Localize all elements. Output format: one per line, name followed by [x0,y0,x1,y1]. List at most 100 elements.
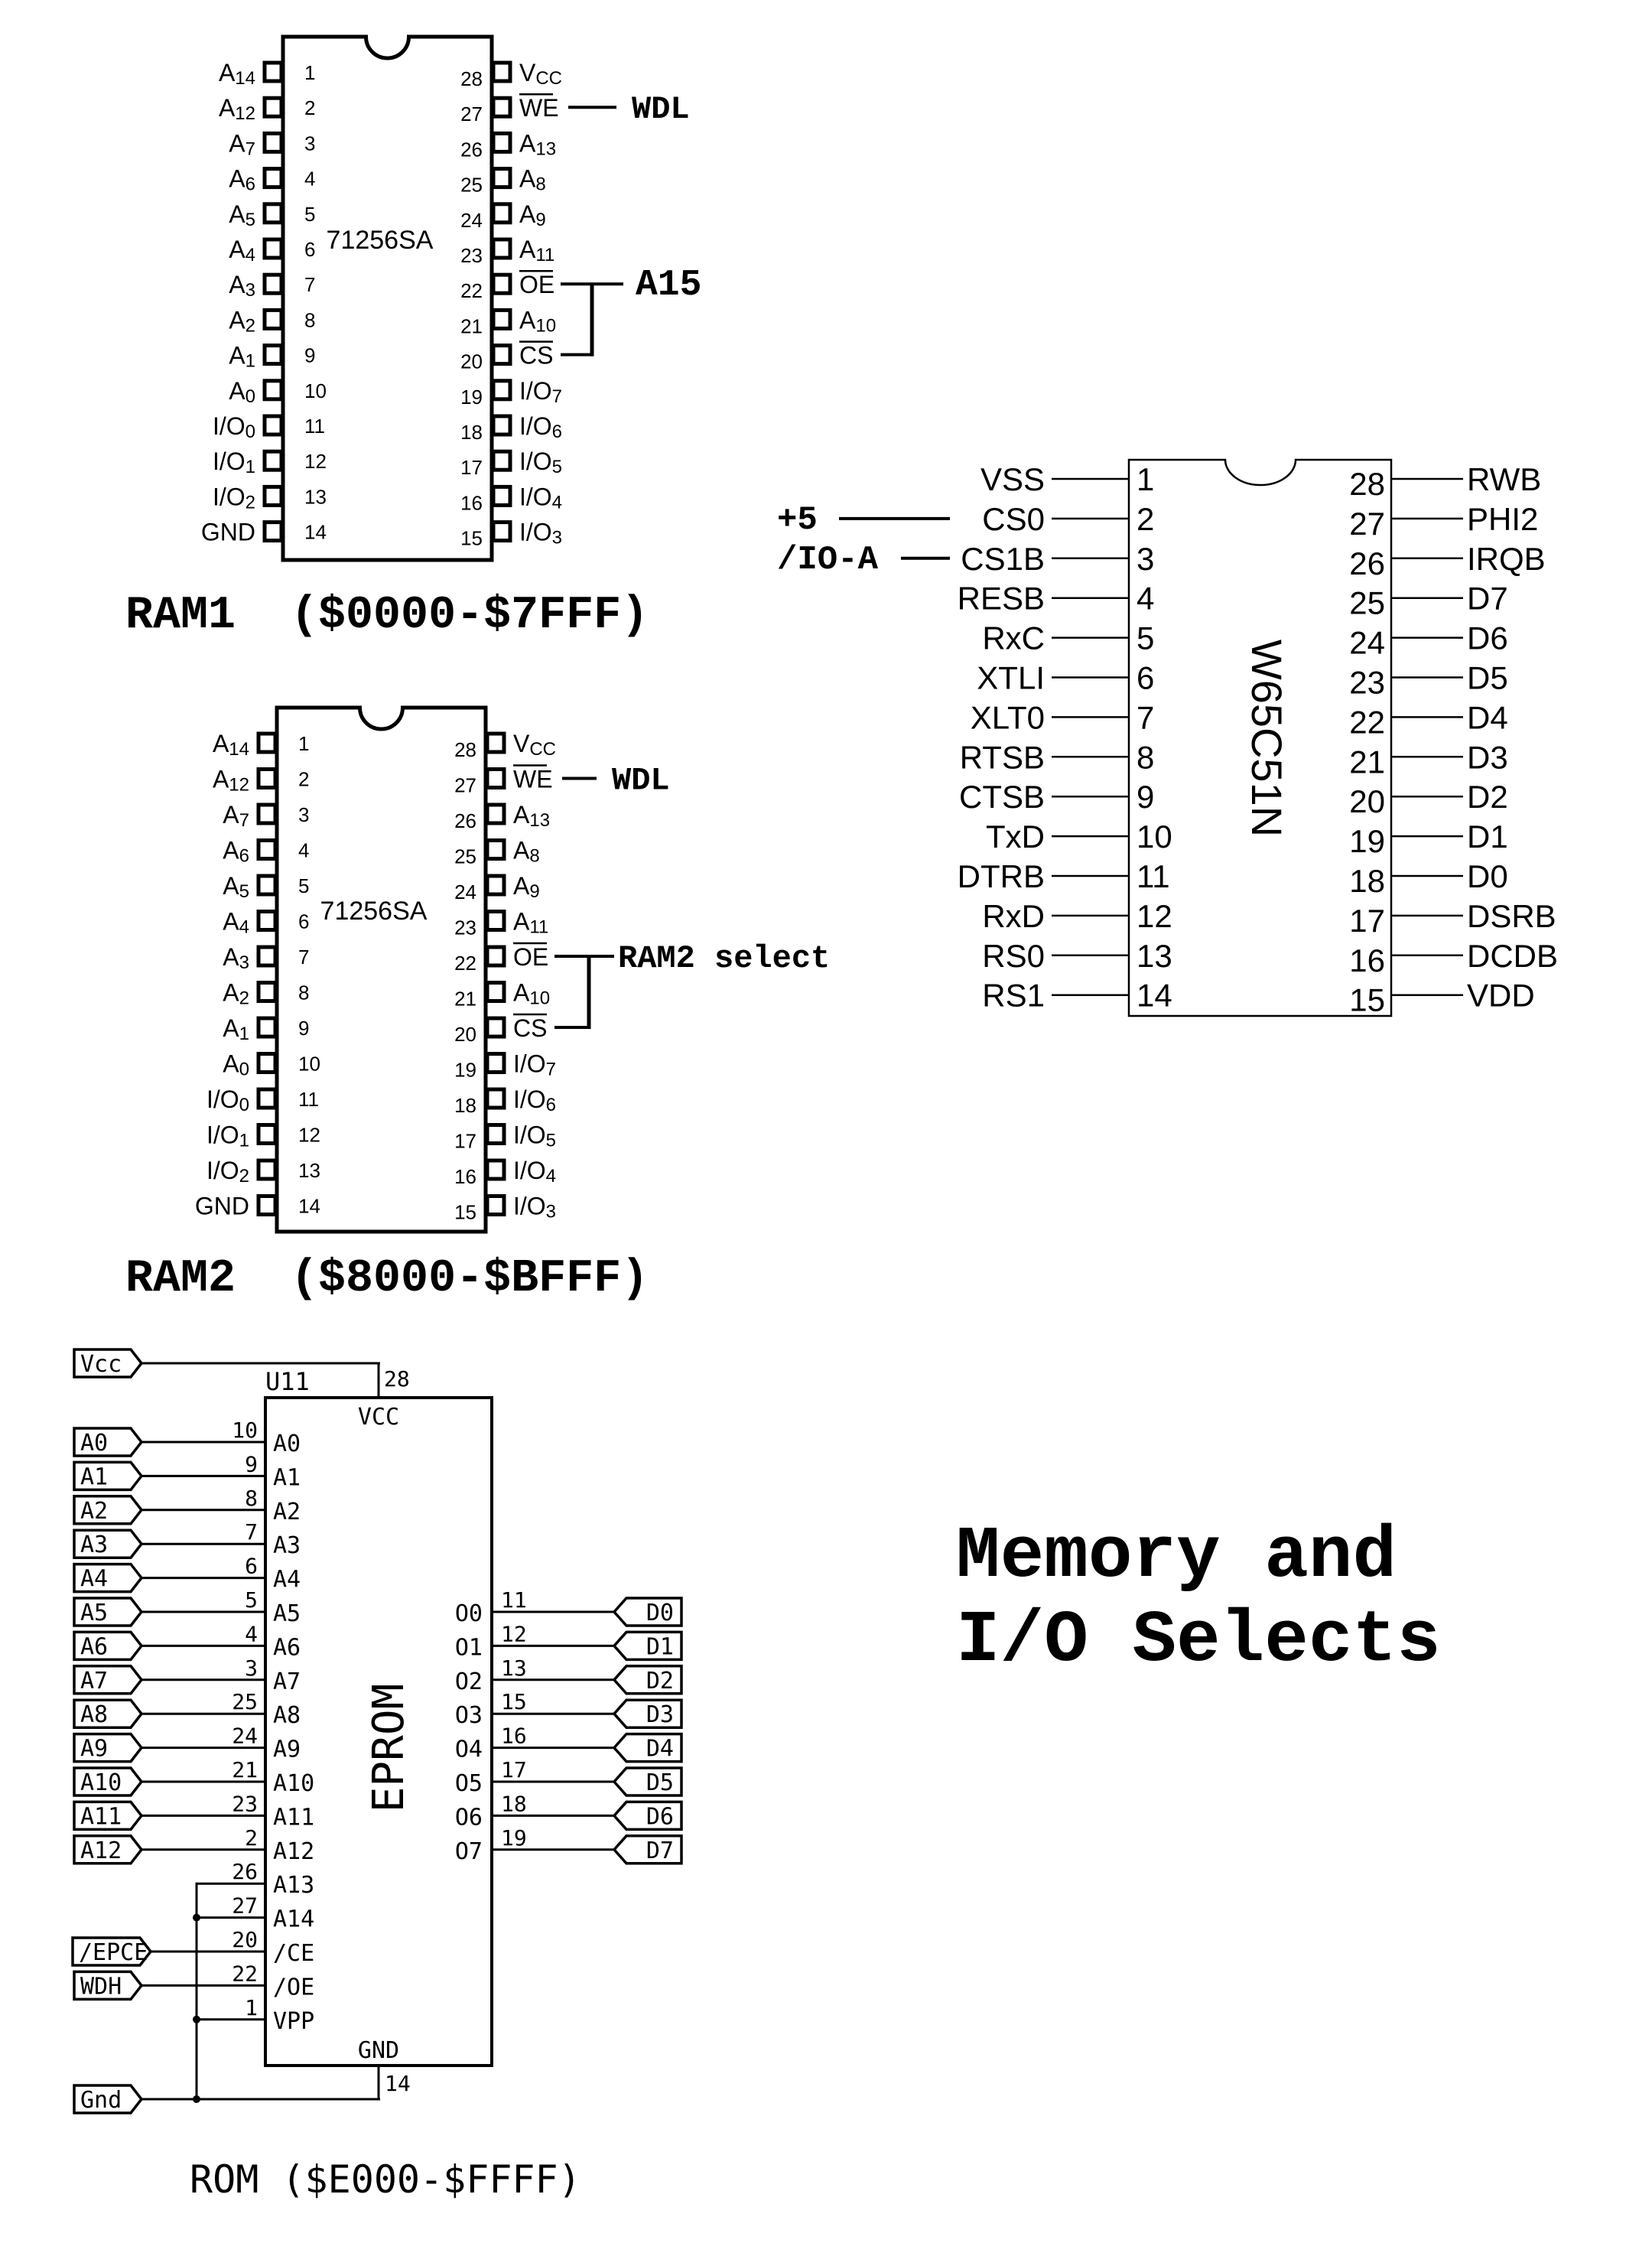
pin-number: 6 [1137,660,1154,696]
pin-pad [262,484,284,507]
pin-label: GND [201,519,255,546]
net-connector-label: D3 [646,1701,674,1728]
pin-number: 15 [460,527,483,550]
pin-number: 3 [304,132,315,155]
net-connector-label: A6 [80,1633,108,1660]
pin-number: 7 [245,1519,258,1545]
pin-number: 12 [501,1621,527,1646]
chip-body [1127,458,1393,1017]
pin-pad [262,449,284,472]
pin-pad [256,945,278,968]
pin-label: I/O7 [519,377,562,407]
pin-label: A1 [273,1464,301,1491]
net-connector [612,1665,683,1695]
pin-number: 5 [245,1587,258,1613]
pin-number: 21 [454,988,476,1011]
pin-label: O6 [455,1804,483,1831]
pin-label: A13 [519,129,556,159]
net-connector-label: A5 [80,1600,108,1626]
pin-number: 21 [232,1757,258,1782]
pin-label: A12 [273,1838,314,1865]
net-connector-label: A2 [80,1498,108,1525]
pin-number: 19 [1349,823,1385,859]
pin-number: 12 [1137,898,1172,934]
pin-number: 19 [501,1825,527,1851]
net-connector-label: A10 [80,1769,122,1796]
pin-label: A6 [223,837,249,867]
pin-pad [485,981,506,1003]
pin-label: PHI2 [1467,501,1538,537]
pin-label: D7 [1467,581,1508,617]
net-connector [612,1698,683,1729]
pin-label: RS1 [982,978,1045,1014]
net-connector [612,1597,683,1627]
cs1b-net-label: /IO-A [777,541,879,579]
net-connector [73,1766,144,1797]
pin-label: OE [513,943,548,971]
pin-number: 2 [298,768,309,791]
net-connector-label: A8 [80,1701,108,1728]
net-connector [73,1665,144,1695]
pin-label: I/O0 [213,412,255,442]
net-connector-label: A1 [80,1463,108,1490]
chip-reference: U11 [265,1367,310,1396]
pin-number: 8 [245,1486,258,1511]
pin-label: A14 [219,59,255,89]
pin-label: CS1B [961,541,1045,577]
pin-number: 20 [232,1927,258,1952]
chip-part-number: 71256SA [320,897,428,926]
page-title-line1: Memory and [956,1515,1397,1598]
pin-pad [491,272,512,295]
net-connector-label: WDH [80,1973,122,2000]
pin-number: 25 [232,1689,258,1714]
pin-label: A7 [229,129,255,159]
pin-number: 26 [454,809,476,832]
pin-pad [491,379,512,402]
rom-caption: ROM ($E000-$FFFF) [190,2157,581,2202]
pin-number: 9 [298,1017,309,1040]
pin-number: 16 [454,1165,476,1188]
pin-pad [491,414,512,437]
pin-number: 5 [304,203,315,226]
pin-label: A2 [223,979,249,1009]
chip-part-number: 71256SA [327,226,434,255]
net-connector-label: /EPCE [79,1939,148,1966]
pin-number: 23 [460,244,483,267]
pin-pad [485,1194,506,1216]
pin-number: 2 [245,1825,258,1851]
net-connector [612,1630,683,1662]
pin-number: 22 [1349,704,1385,740]
pin-number: 18 [460,421,483,444]
pin-number: 26 [460,138,483,161]
pin-pad [262,379,284,402]
junction-dot [193,1913,200,1922]
pin-number: 14 [304,521,327,544]
pin-label: O3 [455,1702,483,1729]
pin-label: D5 [1467,660,1508,696]
pin-label: I/O4 [519,483,562,513]
pin-number: 23 [232,1791,258,1816]
pin-number: 4 [245,1621,258,1646]
pin-number: 17 [501,1757,527,1782]
pin-number: 3 [1137,541,1154,577]
pin-label: O1 [455,1634,483,1661]
chip-part-number: W65C51N [1243,640,1291,837]
pin-pad [485,910,506,932]
net-connector [73,1460,144,1492]
pin-label: A6 [229,165,255,195]
pin-label: A8 [273,1702,301,1729]
pin-number: 2 [1137,501,1154,537]
pin-pad [262,60,284,83]
pin-number: 7 [304,273,315,296]
net-connector [612,1766,683,1797]
pin-number: 6 [298,910,309,933]
pin-pad [491,96,512,119]
pin-label: A8 [513,837,540,867]
pin-label: GND [358,2037,399,2064]
pin-label: A3 [273,1532,301,1559]
pin-number: 13 [501,1655,527,1681]
pin-label: RWB [1467,461,1541,497]
pin-pad [485,1087,506,1110]
